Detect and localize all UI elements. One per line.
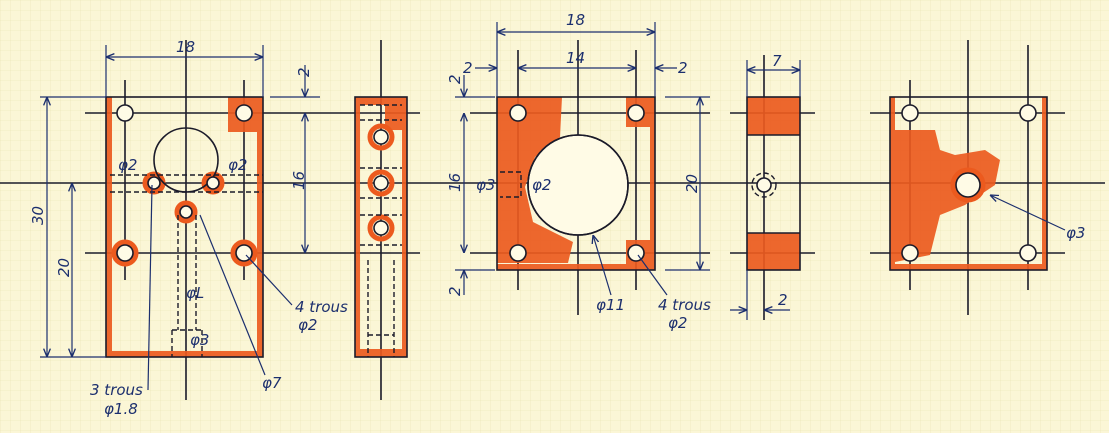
label-center-hole: φ3 bbox=[1066, 224, 1085, 242]
dim-top-margin-2: 2 bbox=[295, 67, 313, 77]
dim-thickness-7: 7 bbox=[772, 52, 782, 70]
side-view-part bbox=[354, 96, 408, 358]
dim-left-margin-2: 2 bbox=[463, 59, 473, 77]
front-view-dimensions bbox=[40, 45, 320, 391]
dim-top-margin-2: 2 bbox=[446, 74, 464, 84]
label-channel: φL bbox=[186, 284, 204, 302]
dim-height-20: 20 bbox=[683, 174, 701, 193]
label-four-holes-2: φ2 bbox=[298, 316, 317, 334]
label-side-bore: φ3 bbox=[476, 176, 495, 194]
dim-width-18: 18 bbox=[176, 38, 195, 56]
label-four-holes-2: φ2 bbox=[668, 314, 687, 332]
dim-axis-height-20: 20 bbox=[55, 258, 73, 277]
end-view-dimensions bbox=[730, 60, 801, 320]
label-right-hole: φ2 bbox=[228, 156, 247, 174]
end-view-part bbox=[746, 96, 801, 271]
label-four-holes-1: 4 trous bbox=[295, 298, 348, 316]
label-three-holes-1: 3 trous bbox=[90, 381, 143, 399]
label-side-hole: φ2 bbox=[532, 176, 551, 194]
dim-bottom-margin-2: 2 bbox=[446, 286, 464, 296]
dim-hole-spacing-14: 14 bbox=[566, 49, 585, 67]
dim-hole-spacing-16: 16 bbox=[290, 171, 308, 190]
label-big-hole: φ11 bbox=[596, 296, 625, 314]
label-left-hole: φ2 bbox=[118, 156, 137, 174]
top-view-dimensions bbox=[455, 22, 710, 296]
label-big-circle: φ7 bbox=[262, 374, 282, 392]
front-view-part bbox=[105, 96, 264, 358]
dim-vert-spacing-16: 16 bbox=[446, 173, 464, 192]
dim-width-18: 18 bbox=[566, 11, 585, 29]
dim-height-30: 30 bbox=[29, 206, 47, 225]
back-view-part bbox=[889, 96, 1066, 271]
dim-right-margin-2: 2 bbox=[678, 59, 688, 77]
label-three-holes-2: φ1.8 bbox=[104, 400, 138, 418]
dim-offset-2: 2 bbox=[778, 291, 788, 309]
label-four-holes-1: 4 trous bbox=[658, 296, 711, 314]
label-bore: φ3 bbox=[190, 331, 209, 349]
